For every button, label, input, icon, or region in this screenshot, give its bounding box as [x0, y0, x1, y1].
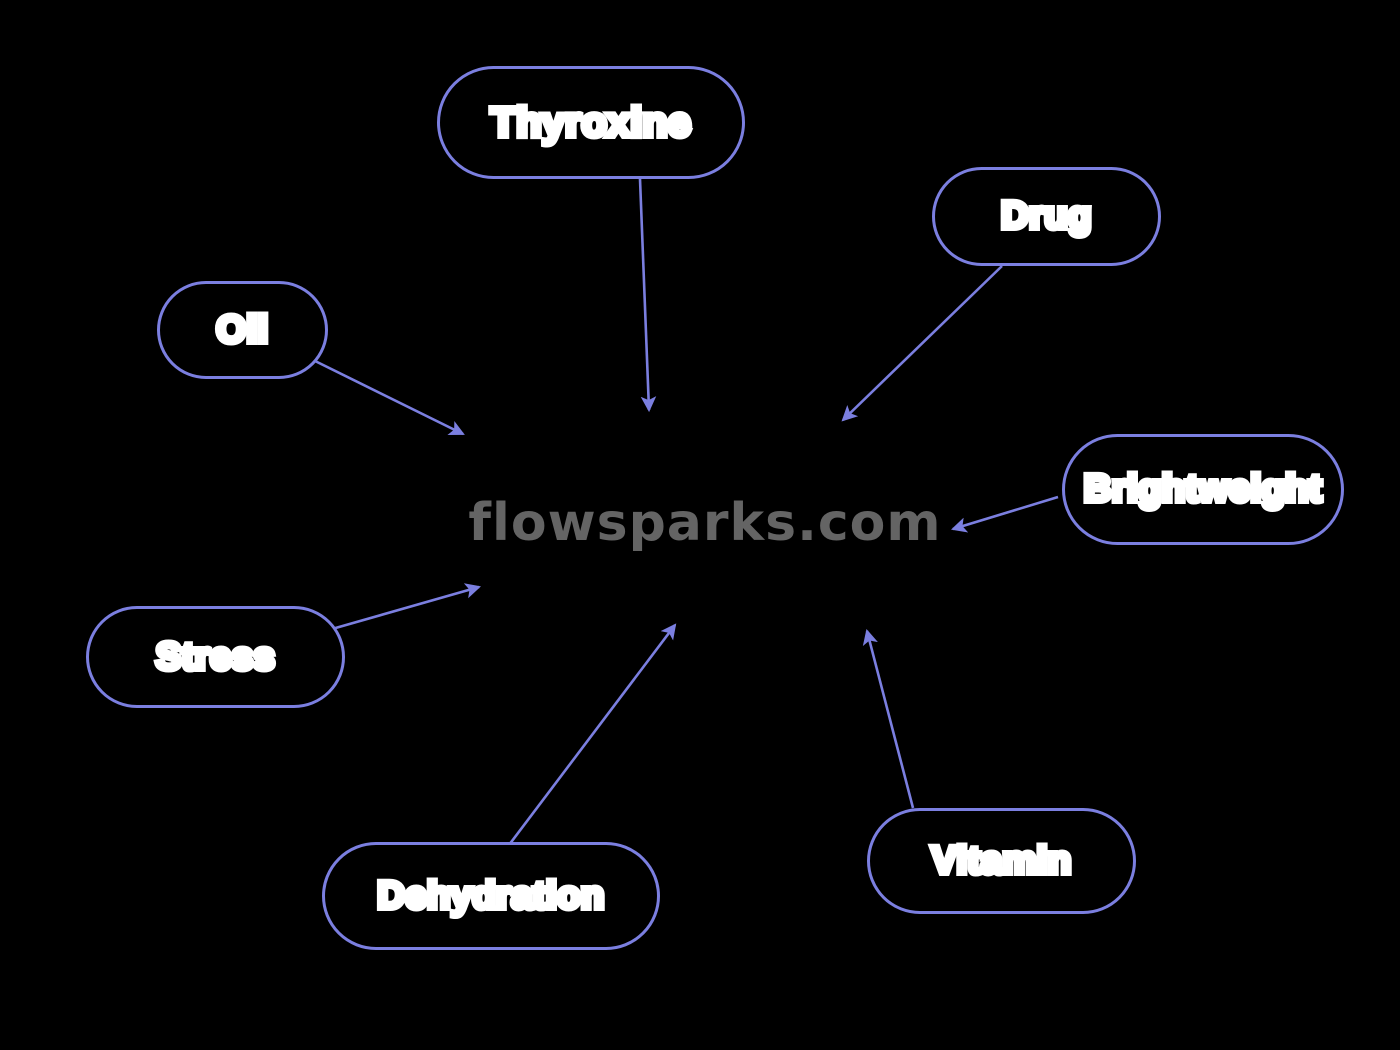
- node-label: Stress: [153, 633, 278, 681]
- edge-brightweight-to-center: [951, 495, 1059, 533]
- edge-thyroxine-to-center: [638, 178, 657, 413]
- node-label: Brightweight: [1081, 465, 1325, 513]
- node-label: Thyroxine: [488, 96, 694, 148]
- node-stress[interactable]: Stress: [86, 606, 345, 708]
- node-oil[interactable]: Oil: [157, 281, 328, 379]
- edge-vitamin-to-center: [862, 628, 915, 809]
- edge-dehydration-to-center: [507, 623, 677, 846]
- edge-drug-to-center: [841, 265, 1003, 422]
- center-hub-watermark: flowsparks.com: [455, 484, 955, 562]
- node-label: Drug: [998, 192, 1094, 240]
- edge-stress-to-center: [331, 583, 481, 631]
- node-dehydration[interactable]: Dehydration: [322, 842, 660, 950]
- watermark-text: flowsparks.com: [468, 493, 942, 553]
- node-vitamin[interactable]: Vitamin: [867, 808, 1136, 914]
- node-thyroxine[interactable]: Thyroxine: [437, 66, 745, 179]
- node-drug[interactable]: Drug: [932, 167, 1161, 266]
- edge-oil-to-center: [310, 357, 465, 436]
- node-label: Oil: [213, 306, 271, 354]
- node-label: Vitamin: [928, 837, 1074, 885]
- node-label: Dehydration: [374, 872, 607, 920]
- node-brightweight[interactable]: Brightweight: [1062, 434, 1344, 545]
